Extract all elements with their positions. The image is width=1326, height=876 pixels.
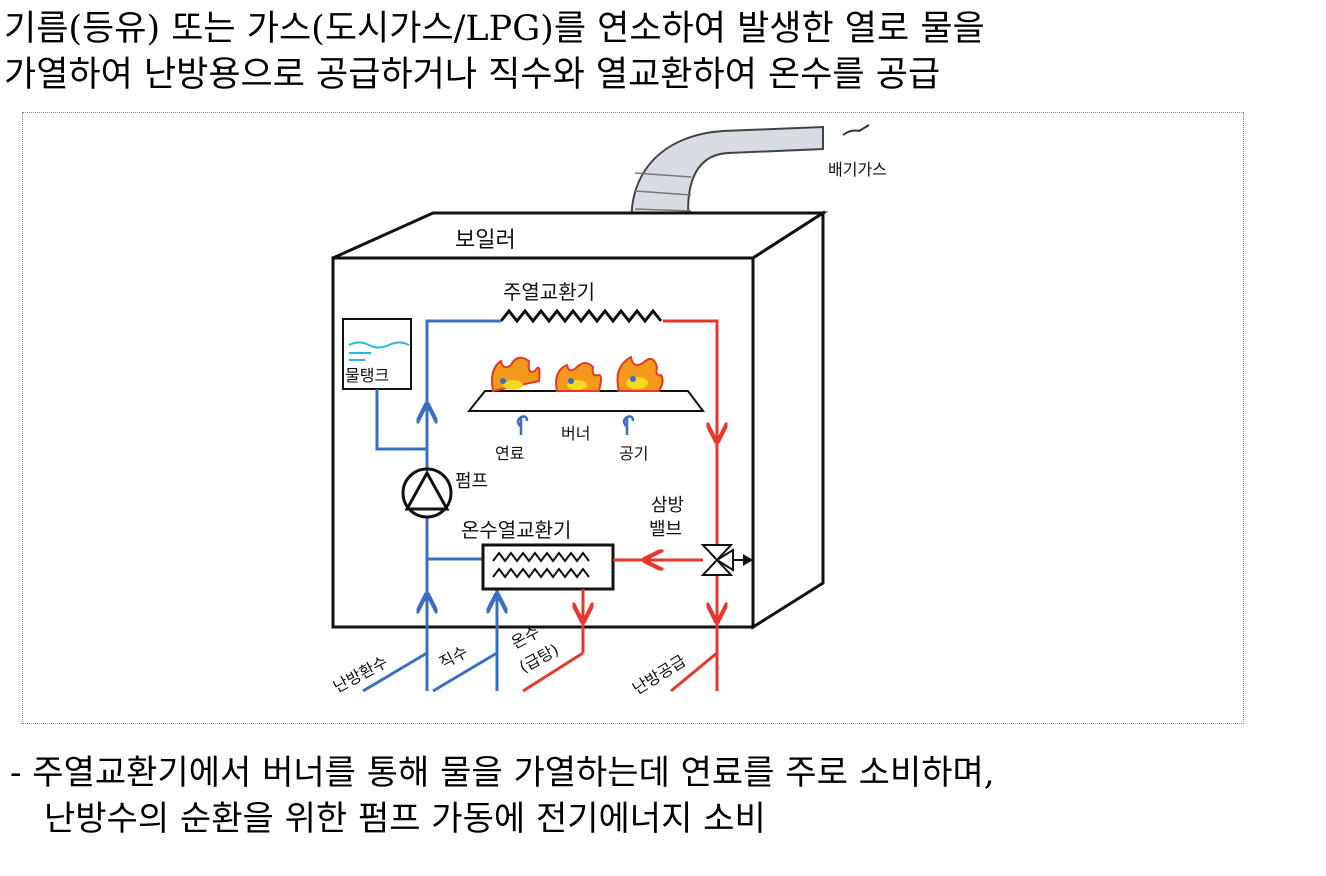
fuel-inlet-icon xyxy=(516,415,529,435)
label-exhaust: 배기가스 xyxy=(828,160,887,179)
label-boiler: 보일러 xyxy=(455,228,516,253)
label-pump: 펌프 xyxy=(455,471,488,492)
bullet-line-1: - 주열교환기에서 버너를 통해 물을 가열하는데 연료를 주로 소비하며, xyxy=(10,753,995,793)
bullet-text: - 주열교환기에서 버너를 통해 물을 가열하는데 연료를 주로 소비하며, 난… xyxy=(10,750,1320,842)
label-burner: 버너 xyxy=(561,424,590,443)
main-hx-coil xyxy=(499,308,663,324)
intro-line-2: 가열하여 난방용으로 공급하거나 직수와 열교환하여 온수를 공급 xyxy=(4,55,941,95)
boiler-diagram: 배기가스 보일러 주열교환기 물탱크 xyxy=(22,112,1244,724)
label-water-tank: 물탱크 xyxy=(345,366,389,385)
bullet-line-2: 난방수의 순환을 위한 펌프 가동에 전기에너지 소비 xyxy=(44,799,766,839)
label-cold-water: 직수 xyxy=(436,642,471,673)
hot-water-pipes xyxy=(522,319,717,693)
label-heating-return: 난방환수 xyxy=(330,652,391,696)
diagram-canvas: 배기가스 보일러 주열교환기 물탱크 xyxy=(330,124,887,698)
intro-text: 기름(등유) 또는 가스(도시가스/LPG)를 연소하여 발생한 열로 물을 가… xyxy=(4,6,1322,98)
label-fuel: 연료 xyxy=(495,444,524,463)
label-valve-2: 밸브 xyxy=(649,519,682,540)
burner xyxy=(466,355,705,435)
intro-line-1: 기름(등유) 또는 가스(도시가스/LPG)를 연소하여 발생한 열로 물을 xyxy=(4,9,985,49)
label-main-hx: 주열교환기 xyxy=(503,280,595,304)
label-air: 공기 xyxy=(619,444,648,463)
label-heating-supply: 난방공급 xyxy=(629,651,689,698)
water-tank xyxy=(342,318,412,390)
exhaust-duct xyxy=(630,124,870,239)
dhw-hx xyxy=(481,543,615,591)
label-dhw-hx: 온수열교환기 xyxy=(461,518,571,542)
exhaust-arrow-icon xyxy=(842,124,870,136)
label-valve-1: 삼방 xyxy=(651,495,684,516)
three-way-valve-icon xyxy=(700,544,753,576)
pump-icon xyxy=(401,467,453,519)
flame-icon xyxy=(491,355,664,393)
air-inlet-icon xyxy=(622,415,635,435)
